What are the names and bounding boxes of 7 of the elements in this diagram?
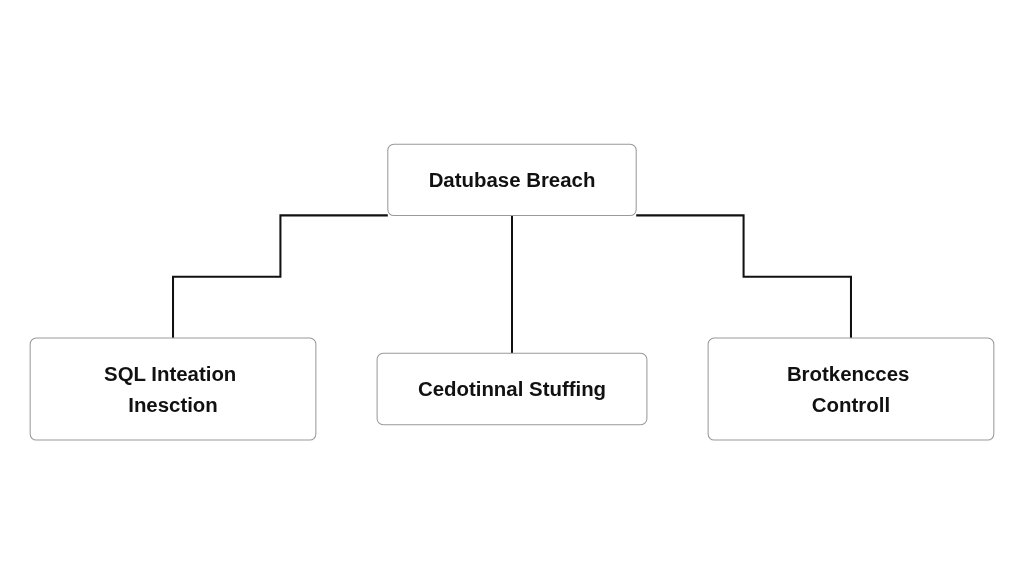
- node-box: SQL Inteation Inesction: [29, 337, 317, 441]
- node-box: Brotkencces Controll: [707, 337, 995, 441]
- connector: [172, 214, 388, 340]
- node-box: Cedotinnal Stuffing: [376, 353, 648, 426]
- connector: [636, 214, 852, 340]
- node-box: Datubase Breach: [387, 144, 637, 217]
- connector: [511, 214, 513, 355]
